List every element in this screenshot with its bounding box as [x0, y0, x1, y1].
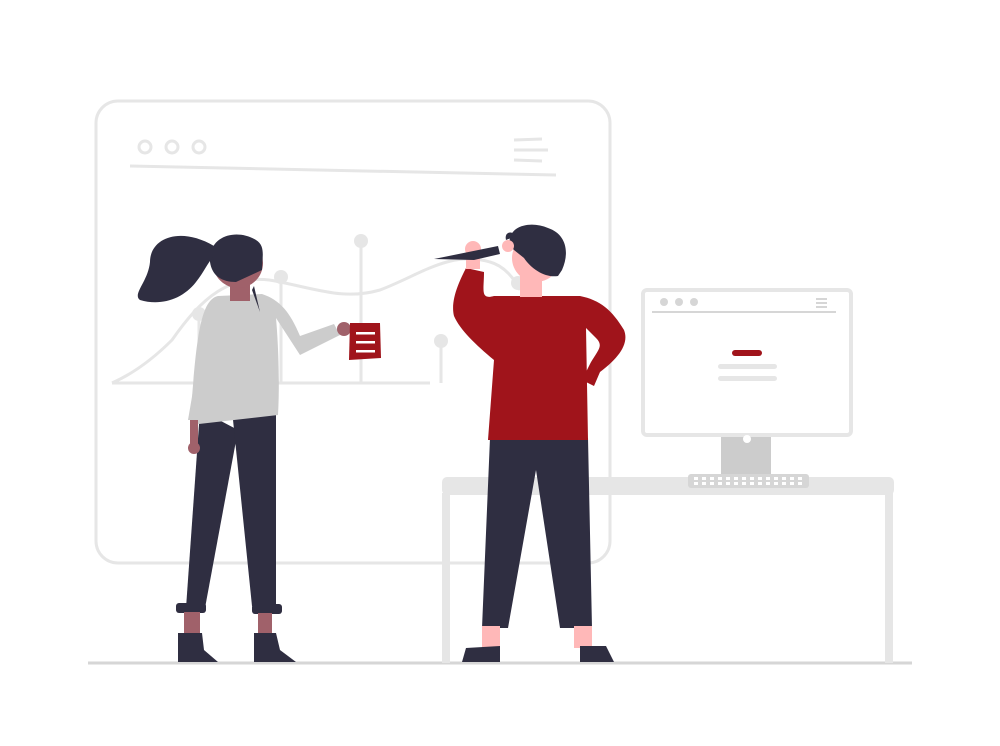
board-window: [94, 99, 612, 565]
clipboard-icon: [349, 323, 381, 360]
monitor-three-dots-icon: [660, 298, 698, 306]
ponytail: [137, 235, 214, 303]
monitor-menu-icon: [816, 298, 827, 308]
pointer-stick: [434, 246, 500, 260]
woman-figure: [137, 234, 381, 662]
hamburger-menu-icon: [513, 137, 548, 163]
three-dots-icon: [137, 139, 207, 155]
chart-curve: [111, 257, 522, 385]
monitor: [641, 288, 853, 488]
monitor-accent-bar: [732, 350, 762, 356]
board-header-divider: [129, 164, 557, 177]
keyboard-keys: [694, 477, 802, 485]
man-figure: [434, 224, 626, 662]
